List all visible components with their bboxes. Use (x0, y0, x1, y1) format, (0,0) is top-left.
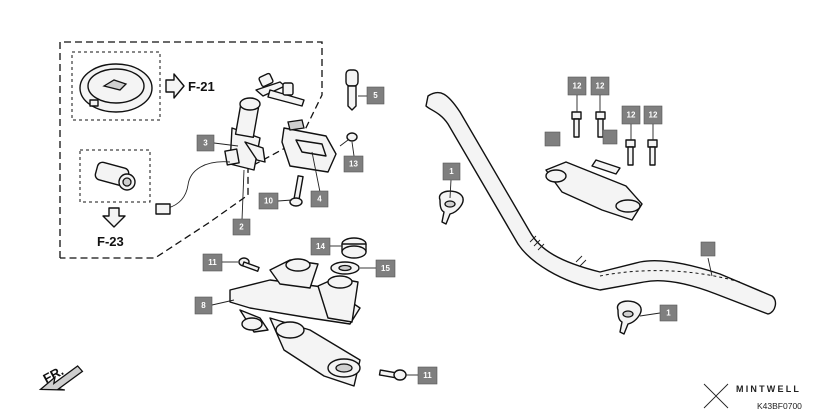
key-cover (281, 119, 337, 173)
fuel-cap-lock (79, 63, 153, 113)
svg-text:10: 10 (264, 197, 273, 206)
svg-text:5: 5 (373, 91, 378, 100)
bolt-12-b (595, 111, 606, 138)
mintwell-logo (703, 383, 729, 409)
svg-text:12: 12 (627, 111, 636, 120)
callout-11-lower: 11 (417, 366, 438, 385)
svg-text:3: 3 (203, 139, 208, 148)
diagram-code: K43BF0700 (757, 401, 802, 411)
top-bridge (229, 258, 361, 387)
marker-holder (544, 131, 561, 147)
ignition-switch (155, 97, 266, 215)
callout-1-lower: 1 (659, 304, 678, 322)
ignition-group-boundary (59, 41, 323, 259)
callout-3: 3 (196, 134, 215, 152)
marker-holder-2 (602, 129, 618, 145)
callout-12-b: 12 (590, 76, 610, 96)
callout-12-a: 12 (567, 76, 587, 96)
svg-text:12: 12 (649, 111, 658, 120)
svg-text:4: 4 (317, 195, 322, 204)
svg-text:2: 2 (239, 223, 244, 232)
fuel-cap-inset (71, 51, 161, 121)
callout-10: 10 (258, 192, 279, 210)
screw-13 (339, 132, 358, 147)
callout-14: 14 (310, 237, 331, 256)
bolt-12-a (571, 111, 582, 138)
ref-f21: F-21 (188, 79, 215, 94)
callout-4: 4 (310, 190, 329, 208)
handlebar-upper-holder (545, 159, 643, 221)
seat-lock-inset (79, 149, 151, 203)
arrow-to-f23 (102, 207, 126, 228)
callout-13: 13 (343, 155, 364, 173)
holder-1-lower (616, 300, 642, 335)
bolt-12-d (647, 139, 658, 166)
callout-12-d: 12 (643, 105, 663, 125)
svg-text:8: 8 (201, 301, 206, 310)
holder-1-upper (438, 190, 464, 225)
callout-11-upper: 11 (202, 253, 223, 272)
ignition-keys (255, 72, 305, 107)
callout-12-c: 12 (621, 105, 641, 125)
screw-10 (289, 175, 304, 207)
callout-2: 2 (232, 218, 251, 236)
key-blank (345, 69, 359, 111)
svg-text:12: 12 (573, 82, 582, 91)
callout-1-upper: 1 (442, 162, 461, 181)
svg-text:13: 13 (349, 160, 358, 169)
bolt-12-c (625, 139, 636, 166)
marker-handlebar (700, 241, 716, 257)
ref-f23: F-23 (97, 234, 124, 249)
svg-text:11: 11 (208, 258, 217, 267)
svg-text:1: 1 (449, 167, 454, 176)
bolt-11-upper (238, 257, 260, 272)
callout-15: 15 (375, 259, 396, 278)
svg-text:1: 1 (666, 309, 671, 318)
cap-14 (341, 237, 367, 259)
handlebar (425, 91, 777, 315)
callout-5: 5 (366, 86, 385, 105)
callout-8: 8 (194, 296, 213, 315)
svg-text:15: 15 (381, 264, 390, 273)
bolt-11-lower (378, 369, 407, 381)
front-arrow-icon (38, 365, 84, 391)
seat-lock (94, 161, 136, 191)
brand-name: MINTWELL (736, 384, 802, 394)
svg-text:11: 11 (423, 371, 432, 380)
svg-text:14: 14 (316, 242, 325, 251)
arrow-to-f21 (165, 73, 185, 99)
washer-15 (330, 261, 360, 275)
svg-text:12: 12 (596, 82, 605, 91)
